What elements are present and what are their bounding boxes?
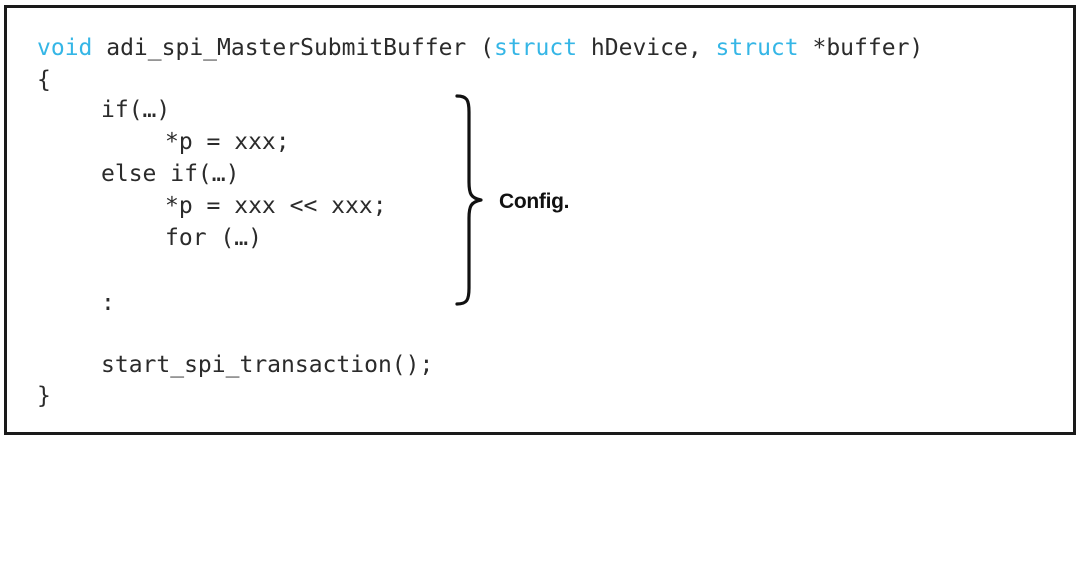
code-figure-frame: void adi_spi_MasterSubmitBuffer (struct … <box>4 5 1076 435</box>
open-brace-line: { <box>37 67 51 93</box>
config-label: Config. <box>499 190 570 213</box>
struct-keyword-2: struct <box>715 35 799 61</box>
start-transaction-line: start_spi_transaction(); <box>101 352 434 378</box>
assign-shift-line: *p = xxx << xxx; <box>165 193 387 219</box>
param-hdevice: hDevice, <box>577 35 716 61</box>
curly-brace-icon <box>455 94 483 306</box>
close-brace-line: } <box>37 383 51 409</box>
assign-line-1: *p = xxx; <box>165 129 290 155</box>
for-line: for (…) <box>165 225 262 251</box>
code-block: void adi_spi_MasterSubmitBuffer (struct … <box>7 8 923 580</box>
else-if-line: else if(…) <box>101 161 240 187</box>
return-type-keyword: void <box>37 35 93 61</box>
struct-keyword-1: struct <box>493 35 578 61</box>
function-signature: void adi_spi_MasterSubmitBuffer (struct … <box>37 34 923 62</box>
ellipsis-colon-line: : <box>101 290 115 316</box>
if-line: if(…) <box>101 97 171 123</box>
param-buffer: *buffer) <box>798 35 924 61</box>
function-name: adi_spi_MasterSubmitBuffer ( <box>92 35 494 61</box>
